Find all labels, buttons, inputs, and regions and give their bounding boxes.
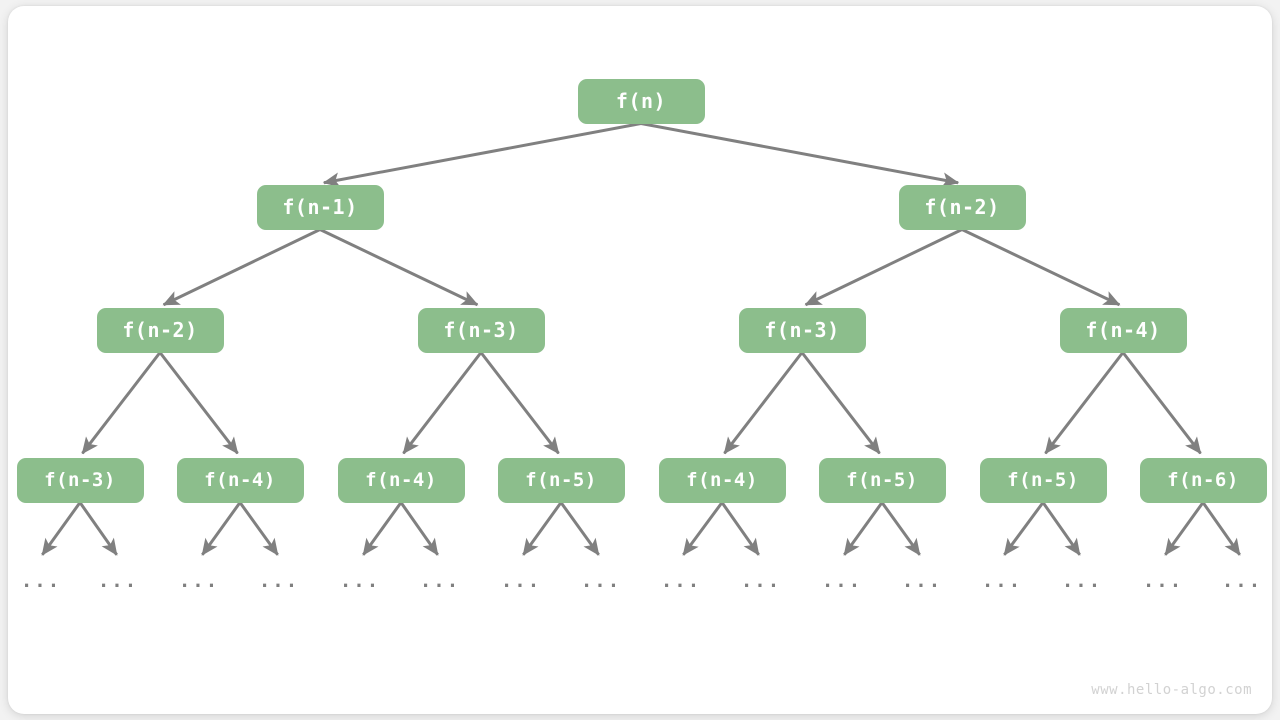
tree-edge: [1121, 351, 1202, 455]
leaf-stub-arrow: [1201, 501, 1241, 556]
tree-edge: [162, 228, 321, 307]
tree-node: f(n-2): [96, 307, 224, 353]
tree-node: f(n): [577, 78, 705, 124]
leaf-stub-arrow: [78, 501, 118, 556]
tree-node-label: f(n-4): [686, 469, 758, 491]
tree-edge: [961, 228, 1121, 307]
tree-node: f(n-3): [417, 307, 545, 353]
tree-node-label: f(n-5): [846, 469, 918, 491]
leaf-stub-arrow: [41, 501, 82, 556]
tree-edge: [479, 351, 560, 455]
tree-node-label: f(n-3): [443, 318, 519, 342]
ellipsis-marker: ...: [981, 570, 1023, 592]
tree-edges: [81, 122, 1202, 455]
tree-edge: [81, 351, 162, 455]
tree-node-label: f(n-4): [1085, 318, 1161, 342]
leaf-stub-arrow: [880, 501, 921, 556]
tree-node: f(n-6): [1139, 457, 1267, 503]
ellipsis-marker: ...: [1061, 570, 1103, 592]
tree-edge: [158, 351, 239, 455]
tree-node-label: f(n-6): [1167, 469, 1239, 491]
leaf-stub-arrow: [522, 501, 563, 556]
tree-node: f(n-4): [176, 457, 304, 503]
leaf-stub-arrow: [1164, 501, 1205, 556]
ellipsis-marker: ...: [258, 570, 300, 592]
leaf-stub-arrows: [41, 501, 1241, 556]
ellipsis-marker: ...: [821, 570, 863, 592]
ellipsis-marker: ...: [1221, 570, 1263, 592]
tree-edge: [319, 228, 479, 307]
tree-edge: [402, 351, 483, 455]
tree-node-label: f(n-3): [764, 318, 840, 342]
leaf-stub-arrow: [1041, 501, 1081, 556]
ellipsis-marker: ...: [901, 570, 943, 592]
tree-node: f(n-4): [1059, 307, 1187, 353]
tree-node-label: f(n-2): [122, 318, 198, 342]
leaf-stub-arrow: [238, 501, 279, 556]
tree-edge: [640, 122, 960, 188]
tree-node: f(n-4): [658, 457, 786, 503]
tree-edge: [800, 351, 881, 455]
ellipsis-marker: ...: [339, 570, 381, 592]
tree-node-label: f(n-4): [204, 469, 276, 491]
ellipsis-marker: ...: [740, 570, 782, 592]
ellipsis-marker: ...: [97, 570, 139, 592]
tree-edge: [804, 228, 963, 307]
ellipsis-marker: ...: [660, 570, 702, 592]
leaf-stub-arrow: [682, 501, 724, 556]
watermark: www.hello-algo.com: [1091, 682, 1252, 698]
tree-edge: [1044, 351, 1125, 455]
ellipsis-marker: ...: [20, 570, 62, 592]
leaf-stub-arrow: [1003, 501, 1045, 556]
ellipsis-marker: ...: [580, 570, 622, 592]
tree-node-label: f(n-1): [282, 195, 358, 219]
leaf-stub-arrow: [720, 501, 760, 556]
ellipsis-marker: ...: [1142, 570, 1184, 592]
tree-node-label: f(n-3): [44, 469, 116, 491]
tree-node: f(n-3): [16, 457, 144, 503]
leaf-stub-arrow: [843, 501, 884, 556]
tree-node: f(n-3): [738, 307, 866, 353]
tree-node: f(n-4): [337, 457, 465, 503]
ellipsis-marker: ...: [419, 570, 461, 592]
tree-node-label: f(n-5): [525, 469, 597, 491]
tree-node: f(n-5): [818, 457, 946, 503]
tree-node: f(n-5): [497, 457, 625, 503]
tree-node: f(n-1): [256, 184, 384, 230]
leaf-stub-arrow: [559, 501, 600, 556]
ellipsis-marker: ...: [500, 570, 542, 592]
tree-edge: [723, 351, 804, 455]
tree-node-label: f(n): [615, 89, 667, 113]
tree-node: f(n-2): [898, 184, 1026, 230]
leaf-stub-arrow: [201, 501, 242, 556]
tree-node-label: f(n-2): [924, 195, 1000, 219]
ellipsis-marker: ...: [178, 570, 220, 592]
leaf-stub-arrow: [399, 501, 439, 556]
tree-edge: [322, 122, 642, 188]
tree-node: f(n-5): [979, 457, 1107, 503]
tree-node-label: f(n-4): [365, 469, 437, 491]
tree-node-label: f(n-5): [1007, 469, 1079, 491]
leaf-stub-arrow: [362, 501, 403, 556]
